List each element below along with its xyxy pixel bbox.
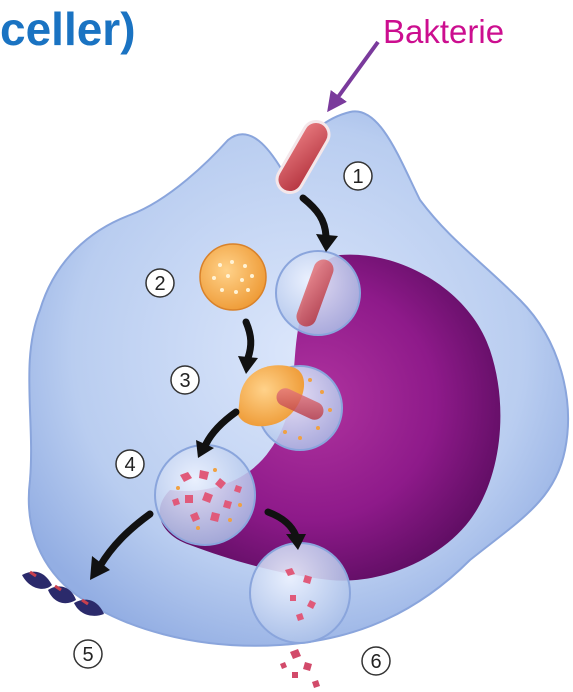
bacteria-pointer-arrow <box>333 42 378 104</box>
svg-text:1: 1 <box>352 166 363 188</box>
phagosome <box>276 251 360 335</box>
svg-text:3: 3 <box>179 370 190 392</box>
released-debris <box>280 649 320 688</box>
svg-text:6: 6 <box>370 651 381 673</box>
svg-text:5: 5 <box>82 644 93 666</box>
svg-text:2: 2 <box>154 273 165 295</box>
step-label-2: 2 <box>146 269 174 297</box>
step-label-6: 6 <box>362 647 390 675</box>
lysosome <box>200 244 266 310</box>
svg-text:4: 4 <box>124 454 135 476</box>
step-label-1: 1 <box>344 162 372 190</box>
digestion-vesicle <box>155 445 255 545</box>
step-label-3: 3 <box>171 366 199 394</box>
step-label-5: 5 <box>74 640 102 668</box>
step-label-4: 4 <box>116 450 144 478</box>
exocytosis-vesicle <box>250 543 350 643</box>
